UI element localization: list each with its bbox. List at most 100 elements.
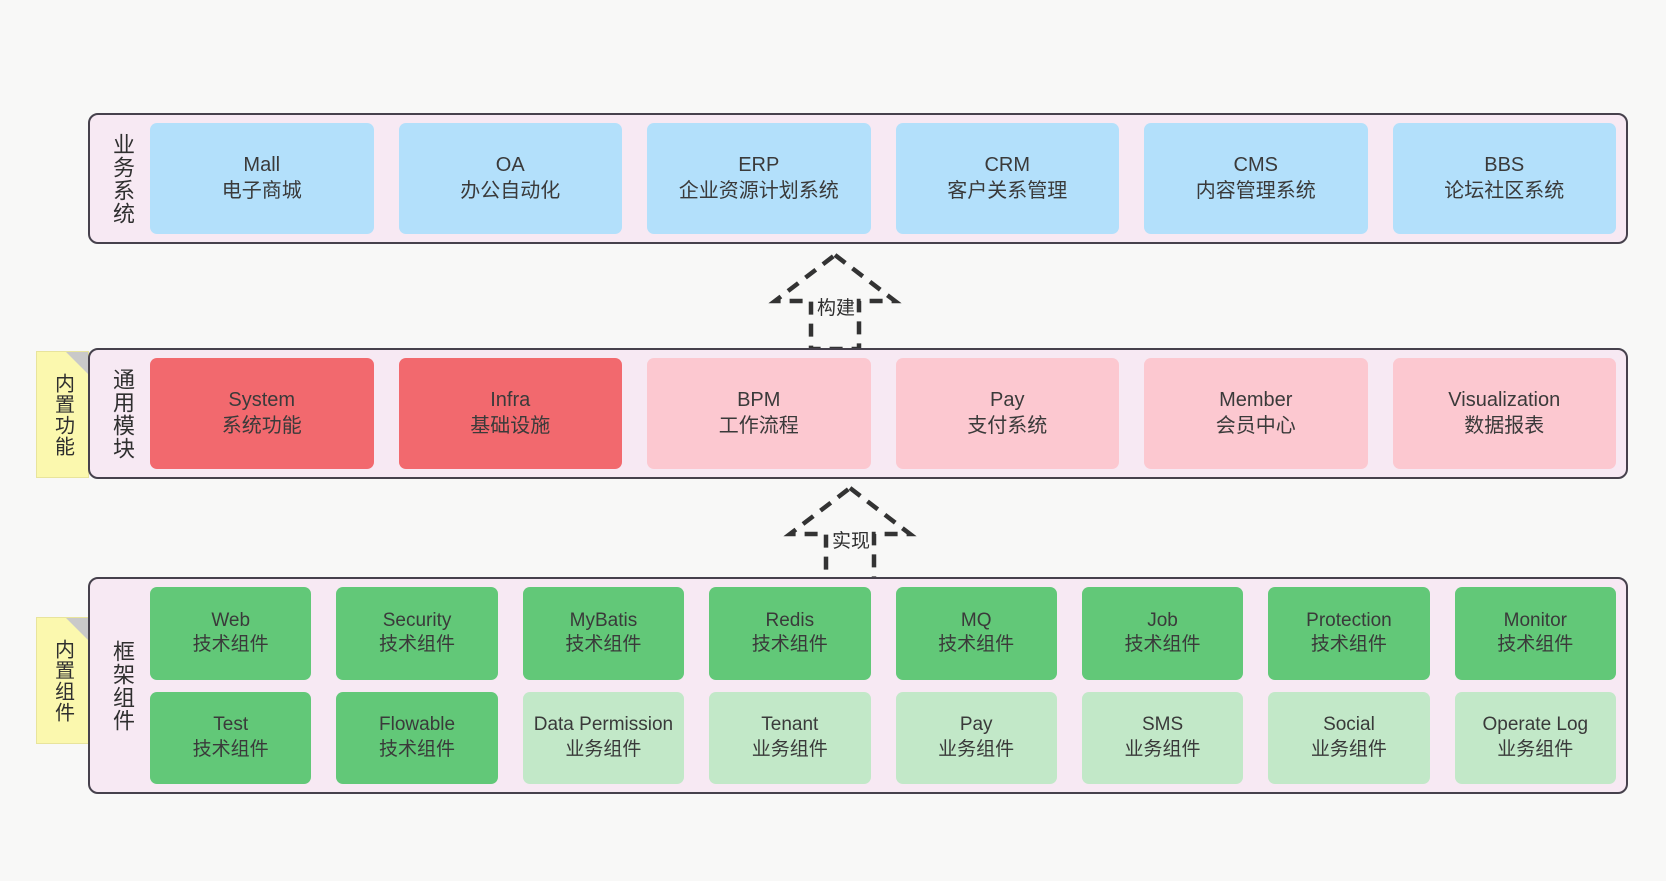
node-subtitle: 业务组件 bbox=[938, 738, 1015, 760]
node-subtitle: 论坛社区系统 bbox=[1444, 179, 1565, 202]
node-subtitle: 技术组件 bbox=[192, 634, 269, 656]
node-oa[interactable]: OA 办公自动化 bbox=[398, 123, 622, 234]
node-data-permission[interactable]: Data Permission 业务组件 bbox=[522, 691, 685, 784]
arrow-implement: 实现 bbox=[770, 485, 930, 586]
layer-body-common-module: System 系统功能 Infra 基础设施 BPM 工作流程 Pay 支付系统… bbox=[144, 358, 1616, 469]
node-flowable[interactable]: Flowable 技术组件 bbox=[336, 691, 498, 784]
node-subtitle: 技术组件 bbox=[192, 738, 269, 760]
node-bbs[interactable]: BBS 论坛社区系统 bbox=[1392, 123, 1616, 234]
node-visualization[interactable]: Visualization 数据报表 bbox=[1392, 358, 1616, 469]
node-subtitle: 数据报表 bbox=[1464, 414, 1545, 437]
node-row: Test 技术组件 Flowable 技术组件 Data Permission … bbox=[150, 691, 1616, 784]
node-subtitle: 技术组件 bbox=[1310, 634, 1387, 656]
node-subtitle: 客户关系管理 bbox=[947, 179, 1068, 202]
node-subtitle: 业务组件 bbox=[1497, 738, 1574, 760]
node-title: Pay bbox=[990, 388, 1025, 411]
node-system[interactable]: System 系统功能 bbox=[150, 358, 374, 469]
node-subtitle: 业务组件 bbox=[751, 738, 828, 760]
layer-body-framework-component: Web 技术组件 Security 技术组件 MyBatis 技术组件 Redi… bbox=[144, 587, 1616, 784]
node-subtitle: 业务组件 bbox=[1124, 738, 1201, 760]
node-title: SMS bbox=[1141, 714, 1184, 736]
node-cms[interactable]: CMS 内容管理系统 bbox=[1144, 123, 1368, 234]
node-bpm[interactable]: BPM 工作流程 bbox=[647, 358, 871, 469]
arrow-build-label: 构建 bbox=[817, 298, 856, 319]
node-mybatis[interactable]: MyBatis 技术组件 bbox=[522, 587, 685, 680]
node-title: Security bbox=[382, 609, 452, 631]
note-label: 内置功能 bbox=[51, 372, 74, 457]
node-title: Job bbox=[1147, 609, 1178, 631]
node-title: CMS bbox=[1233, 153, 1278, 176]
node-title: BPM bbox=[737, 388, 781, 411]
node-infra[interactable]: Infra 基础设施 bbox=[398, 358, 622, 469]
node-member[interactable]: Member 会员中心 bbox=[1144, 358, 1368, 469]
node-title: Data Permission bbox=[533, 714, 674, 736]
node-title: OA bbox=[495, 153, 525, 176]
layer-common-module[interactable]: 通用模块 System 系统功能 Infra 基础设施 BPM 工作流程 Pay… bbox=[88, 348, 1628, 479]
node-title: System bbox=[228, 388, 296, 411]
node-subtitle: 工作流程 bbox=[718, 414, 799, 437]
node-monitor[interactable]: Monitor 技术组件 bbox=[1454, 587, 1616, 680]
node-pay[interactable]: Pay 支付系统 bbox=[895, 358, 1119, 469]
layer-title-common-module: 通用模块 bbox=[109, 367, 135, 460]
node-redis[interactable]: Redis 技术组件 bbox=[709, 587, 871, 680]
node-job[interactable]: Job 技术组件 bbox=[1081, 587, 1244, 680]
node-title: Infra bbox=[490, 388, 531, 411]
node-title: Redis bbox=[765, 609, 815, 631]
layer-body-business-system: Mall 电子商城 OA 办公自动化 ERP 企业资源计划系统 CRM 客户关系… bbox=[144, 123, 1616, 234]
node-pay-business[interactable]: Pay 业务组件 bbox=[895, 691, 1057, 784]
layer-business-system[interactable]: 业务系统 Mall 电子商城 OA 办公自动化 ERP 企业资源计划系统 CRM… bbox=[88, 113, 1628, 244]
node-erp[interactable]: ERP 企业资源计划系统 bbox=[647, 123, 871, 234]
node-web[interactable]: Web 技术组件 bbox=[150, 587, 312, 680]
node-title: MyBatis bbox=[569, 609, 638, 631]
node-crm[interactable]: CRM 客户关系管理 bbox=[895, 123, 1119, 234]
layer-title-framework-component: 框架组件 bbox=[109, 639, 135, 732]
node-protection[interactable]: Protection 技术组件 bbox=[1268, 587, 1430, 680]
node-title: Flowable bbox=[379, 714, 456, 736]
node-subtitle: 基础设施 bbox=[470, 414, 551, 437]
node-title: Pay bbox=[959, 714, 993, 736]
node-subtitle: 业务组件 bbox=[1310, 738, 1387, 760]
node-operate-log[interactable]: Operate Log 业务组件 bbox=[1454, 691, 1616, 784]
node-title: ERP bbox=[738, 153, 780, 176]
node-row: System 系统功能 Infra 基础设施 BPM 工作流程 Pay 支付系统… bbox=[150, 358, 1616, 469]
node-subtitle: 业务组件 bbox=[565, 738, 642, 760]
node-mq[interactable]: MQ 技术组件 bbox=[895, 587, 1057, 680]
node-subtitle: 办公自动化 bbox=[460, 179, 561, 202]
node-subtitle: 会员中心 bbox=[1215, 414, 1296, 437]
node-title: Monitor bbox=[1503, 609, 1567, 631]
node-security[interactable]: Security 技术组件 bbox=[336, 587, 498, 680]
node-subtitle: 技术组件 bbox=[379, 634, 456, 656]
node-title: CRM bbox=[984, 153, 1031, 176]
node-subtitle: 电子商城 bbox=[221, 179, 302, 202]
node-row: Mall 电子商城 OA 办公自动化 ERP 企业资源计划系统 CRM 客户关系… bbox=[150, 123, 1616, 234]
node-subtitle: 技术组件 bbox=[565, 634, 642, 656]
note-label: 内置组件 bbox=[51, 638, 74, 723]
node-title: Visualization bbox=[1448, 388, 1561, 411]
note-fold-icon bbox=[66, 618, 88, 640]
node-title: Test bbox=[213, 714, 249, 736]
node-subtitle: 技术组件 bbox=[1124, 634, 1201, 656]
node-test[interactable]: Test 技术组件 bbox=[150, 691, 312, 784]
node-subtitle: 系统功能 bbox=[221, 414, 302, 437]
note-builtin-components[interactable]: 内置组件 bbox=[36, 617, 89, 744]
node-title: Web bbox=[211, 609, 251, 631]
node-title: Social bbox=[1323, 714, 1375, 736]
note-builtin-functions[interactable]: 内置功能 bbox=[36, 351, 89, 478]
layer-framework-component[interactable]: 框架组件 Web 技术组件 Security 技术组件 MyBatis 技术组件… bbox=[88, 577, 1628, 794]
node-title: Operate Log bbox=[1482, 714, 1589, 736]
node-tenant[interactable]: Tenant 业务组件 bbox=[709, 691, 871, 784]
node-title: BBS bbox=[1484, 153, 1525, 176]
layer-title-business-system: 业务系统 bbox=[109, 132, 135, 225]
node-title: Mall bbox=[243, 153, 281, 176]
arrow-build: 构建 bbox=[755, 252, 915, 353]
node-subtitle: 技术组件 bbox=[1497, 634, 1574, 656]
node-subtitle: 技术组件 bbox=[379, 738, 456, 760]
node-social[interactable]: Social 业务组件 bbox=[1268, 691, 1430, 784]
node-sms[interactable]: SMS 业务组件 bbox=[1081, 691, 1244, 784]
node-subtitle: 内容管理系统 bbox=[1195, 179, 1316, 202]
node-subtitle: 企业资源计划系统 bbox=[678, 179, 839, 202]
node-mall[interactable]: Mall 电子商城 bbox=[150, 123, 374, 234]
note-fold-icon bbox=[66, 352, 88, 374]
node-subtitle: 技术组件 bbox=[938, 634, 1015, 656]
